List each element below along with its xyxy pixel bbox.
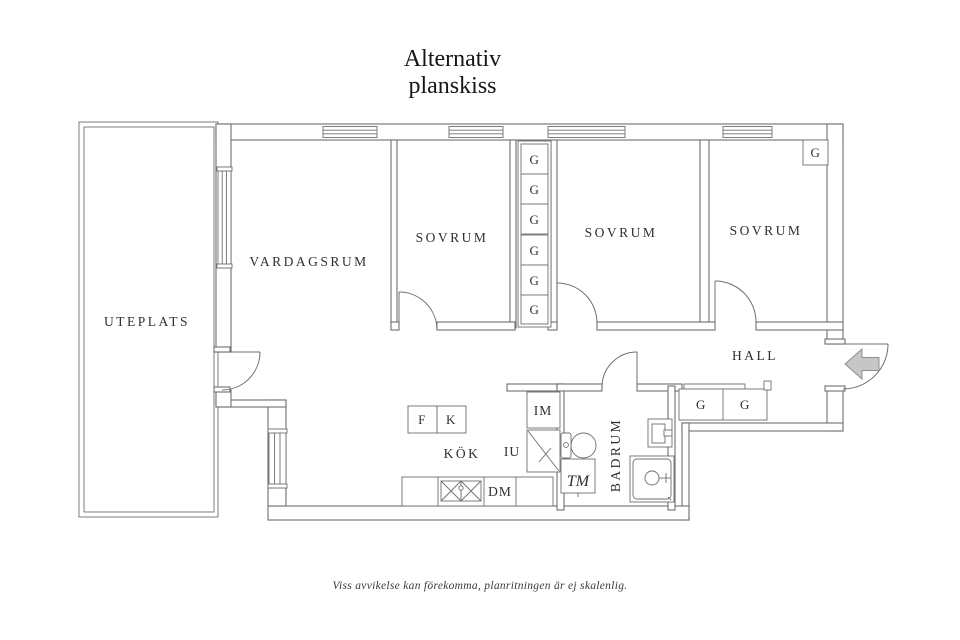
title-line2: planskiss [408,73,497,99]
bathroom-fixtures: TM [560,418,675,503]
entrance-arrow-icon [844,347,880,381]
wall-right-upper [826,123,844,345]
room-label-vardagsrum: VARDAGSRUM [249,254,368,269]
door-balcony [221,351,261,391]
iu-diagonal [527,430,560,472]
room-label-badrum: BADRUM [608,418,623,492]
disclaimer-text: Viss avvikelse kan förekomma, planritnin… [332,580,628,592]
window-kitchen-left [267,428,288,489]
wardrobe-label: G [530,273,540,288]
title-line1: Alternativ [403,46,502,72]
balcony-cap-top [213,346,231,353]
wall-badrum-top-left [556,383,603,392]
door-sovrum3 [714,280,757,323]
freezer-label: F [418,412,426,427]
wardrobe-label: G [530,182,540,197]
room-label-sovrum2: SOVRUM [585,225,658,240]
wardrobe-sovrum3: G [802,139,829,166]
washing-machine: TM [560,458,596,497]
dishwasher-label: DM [488,484,512,499]
fridge-label: K [446,412,456,427]
wardrobe-label: G [530,302,540,317]
wall-sovrum2-sovrum3 [699,139,710,329]
room-label-sovrum1: SOVRUM [416,230,489,245]
wall-badrum-top-right [636,383,683,392]
wardrobes-hall: G G [678,380,772,421]
im-label: IM [534,403,553,418]
wall-kitchen-top [506,383,564,392]
wall-corridor-1 [390,321,400,331]
window-sovrum2-top [547,126,626,138]
wardrobe-label: G [696,397,706,412]
page-title: Alternativ planskiss [0,46,905,100]
entrance-cap-bottom [824,385,846,392]
freezer-box [407,405,438,434]
shower-icon [629,455,675,503]
room-label-kok: KÖK [444,446,481,461]
room-labels: UTEPLATS VARDAGSRUM SOVRUM SOVRUM SOVRUM… [104,223,803,492]
kitchen-fixtures: F K IM IU [401,391,561,507]
bathroom-sink-icon [647,418,673,448]
wall-sovrum1-right [509,139,517,329]
wardrobe-label: G [530,152,540,167]
wardrobe-label: G [530,243,540,258]
room-label-hall: HALL [732,348,778,363]
wall-vardagsrum-sovrum1 [390,139,398,331]
doors [221,280,889,391]
door-badrum [601,351,638,388]
door-sovrum1 [398,291,438,331]
windows [216,126,773,489]
iu-label: IU [504,444,520,459]
wall-corridor-5 [755,321,844,331]
wall-corridor-2 [436,321,516,331]
wall-sovrum2-left [550,139,558,329]
wardrobe-label: G [740,397,750,412]
entrance-cap-top [824,338,846,345]
window-vardagsrum-top [322,126,378,138]
faucet-icon [458,485,464,491]
toilet-icon [560,432,597,459]
window-vardagsrum-left [216,166,233,269]
room-label-uteplats: UTEPLATS [104,314,190,329]
window-sovrum3-top [722,126,773,138]
washing-machine-label: TM [567,473,591,490]
iu-diagonal-kink [538,447,552,463]
wall-bottom [267,505,690,521]
room-label-sovrum3: SOVRUM [730,223,803,238]
wardrobe-label: G [530,212,540,227]
door-entrance [842,343,889,390]
fridge-box [436,405,467,434]
kitchen-sink [440,480,482,502]
window-sovrum1-top [448,126,504,138]
door-sovrum2 [556,282,598,324]
wall-badrum-right [667,385,676,511]
wardrobe-label: G [811,145,821,160]
im-box [526,391,561,429]
wardrobe-column: G G G G G G [517,140,552,328]
wall-corridor-4 [596,321,716,331]
wall-below-hall [681,422,844,432]
